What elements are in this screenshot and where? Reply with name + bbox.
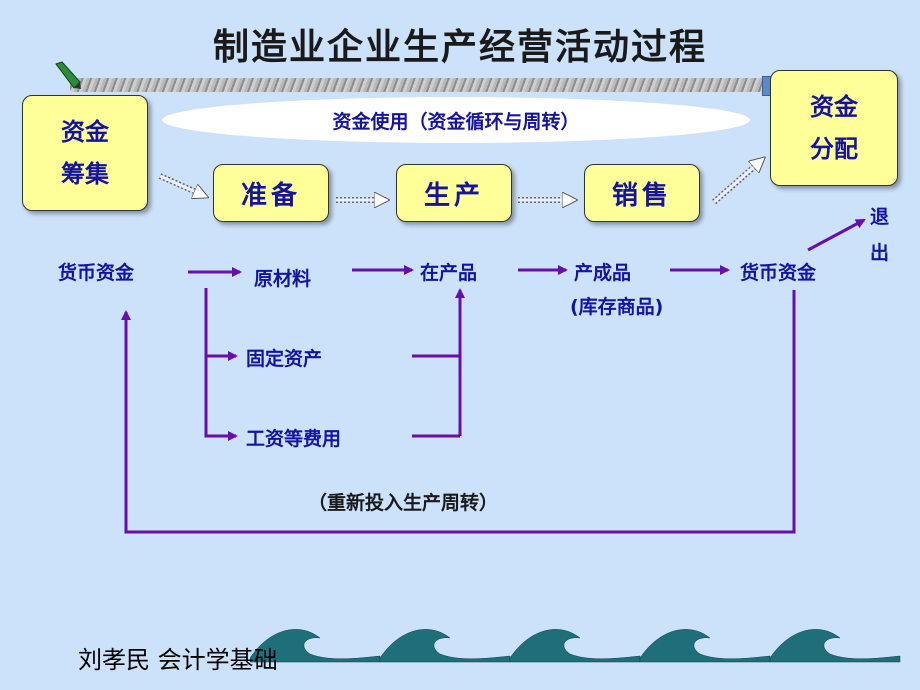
arrow-reinvestment-loop [121,290,796,534]
arrow-exit [807,218,866,252]
page-title: 制造业企业生产经营活动过程 [212,27,707,68]
capital-allocation-line1: 资金 [810,93,858,121]
finished-goods-label: 产成品 [574,262,632,284]
arrow-to-fixed-assets [204,288,238,361]
capital-allocation-line2: 分配 [810,135,858,163]
wages-expenses-label: 工资等费用 [246,428,342,450]
exit-label-line2: 出 [870,242,890,264]
reinvest-label: （重新投入生产周转） [308,492,499,514]
capital-raising-line2: 筹集 [61,160,109,188]
sell-box: 销售 [584,164,700,222]
fixed-assets-label: 固定资产 [246,348,323,370]
money-capital-end: 货币资金 [740,262,817,284]
work-in-progress-label: 在产品 [420,262,478,284]
prepare-box: 准备 [213,164,329,222]
decorative-wave-border [250,629,901,663]
produce-box: 生产 [396,164,512,222]
raw-materials-label: 原材料 [254,268,312,290]
block-arrow-sell-to-allocate [712,158,764,205]
capital-raising-line1: 资金 [61,118,109,146]
decorative-pencil-bar [70,78,770,92]
capital-usage-ellipse: 资金使用（资金循环与周转） [162,97,750,143]
footer-author-course: 刘孝民 会计学基础 [78,646,278,674]
capital-allocation-box: 资金 分配 [770,70,898,186]
inventory-goods-label: (库存商品) [570,296,664,318]
capital-raising-box: 资金 筹集 [22,95,148,211]
pencil-icon [55,61,81,89]
money-capital-start: 货币资金 [58,262,135,284]
block-arrow-raise-to-prepare [158,173,207,197]
arrow-to-wages [204,356,238,441]
exit-label-line1: 退 [870,206,890,228]
